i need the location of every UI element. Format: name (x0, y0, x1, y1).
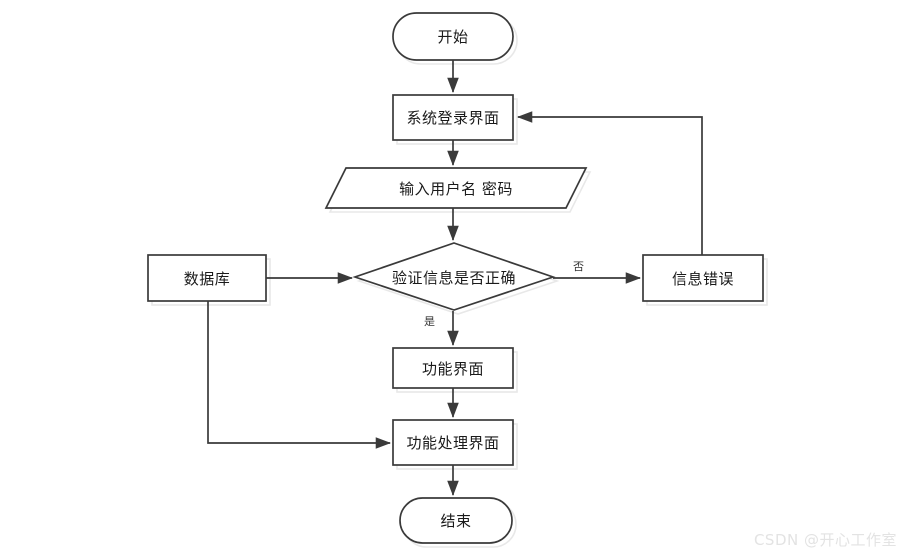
node-database (147, 254, 267, 302)
node-login (392, 94, 514, 141)
node-verify (352, 242, 556, 311)
node-shapes (147, 12, 764, 544)
connector-edges (207, 60, 703, 497)
watermark: CSDN @开心工作室 (753, 531, 897, 549)
edge-error-to-login (516, 111, 703, 255)
node-input (324, 167, 588, 209)
edge-database-to-processing (207, 301, 392, 449)
node-start (392, 12, 514, 61)
node-end (399, 497, 513, 544)
node-error (642, 254, 764, 302)
node-processing (392, 419, 514, 466)
node-function (392, 347, 514, 389)
